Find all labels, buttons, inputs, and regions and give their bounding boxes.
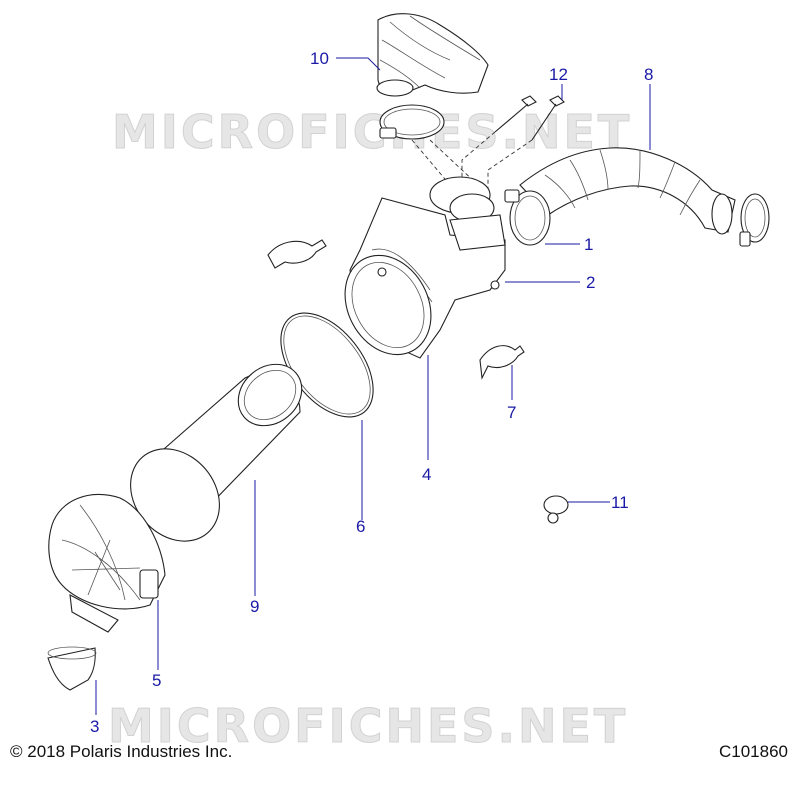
callout-8: 8	[644, 65, 653, 84]
part-10-elbow-duct	[376, 13, 489, 97]
callout-6: 6	[356, 517, 365, 536]
part-4-airbox-housing	[344, 176, 506, 359]
callout-2: 2	[586, 273, 595, 292]
callout-4: 4	[422, 465, 431, 484]
part-8-intake-tube	[519, 147, 736, 235]
part-7-clip-left	[267, 239, 327, 269]
callout-11: 11	[611, 493, 629, 512]
callout-1: 1	[584, 235, 593, 254]
callout-5: 5	[152, 671, 161, 690]
figure-code: C101860	[718, 742, 788, 761]
callout-labels: 10 12 8 1 2 7 4 11 6 9 5 3	[90, 49, 653, 736]
callout-7: 7	[507, 403, 516, 422]
callout-12: 12	[549, 65, 568, 84]
callout-9: 9	[250, 597, 259, 616]
callout-3: 3	[90, 717, 99, 736]
hose-clamp-top	[379, 104, 445, 140]
part-1-hose-clamp	[504, 189, 551, 246]
callout-10: 10	[310, 49, 329, 68]
watermark-bottom: MICROFICHES.NET	[108, 699, 628, 753]
part-3-dust-valve	[47, 646, 97, 691]
part-5-end-cap	[48, 494, 166, 633]
part-7-clip-right	[479, 345, 525, 380]
hose-clamp-right	[739, 193, 770, 247]
watermark-top: MICROFICHES.NET	[112, 105, 632, 159]
part-11-clamp	[543, 495, 569, 524]
leader-lines	[95, 57, 651, 715]
copyright-text: © 2018 Polaris Industries Inc.	[10, 742, 233, 761]
part-9-air-filter	[130, 363, 303, 542]
part-12-bolts	[494, 95, 565, 141]
